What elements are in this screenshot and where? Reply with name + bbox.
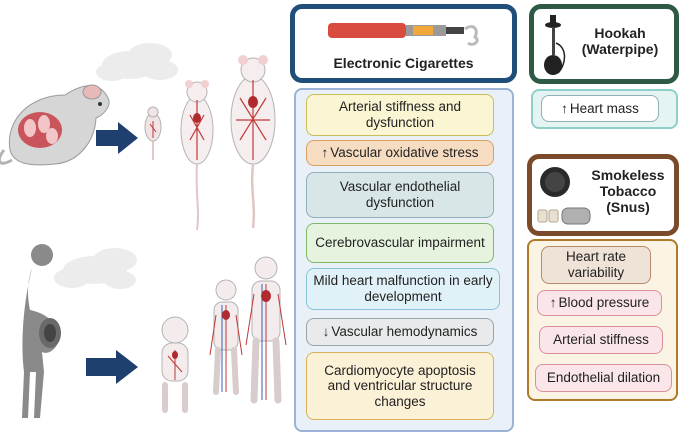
smokeless-title: Smokeless Tobacco (Snus)	[591, 167, 665, 216]
hookah-header: Hookah (Waterpipe)	[529, 4, 679, 84]
rat-young-icon	[180, 80, 214, 231]
smokeless-effect-4: Endothelial dilation	[535, 364, 672, 392]
infant-icon	[161, 316, 189, 413]
progression-arrow-icon	[96, 122, 138, 154]
smokeless-effect-2: Blood pressure	[537, 290, 662, 316]
snus-pouch-icon	[537, 207, 591, 225]
ecig-effect-5: Mild heart malfunction in early developm…	[306, 268, 500, 310]
progression-arrow-icon	[86, 350, 138, 384]
pregnant-rat-icon	[0, 84, 110, 166]
snus-tin-icon	[540, 167, 570, 197]
ecig-header: Electronic Cigarettes	[290, 4, 517, 83]
ecig-effect-6: Vascular hemodynamics	[306, 318, 494, 346]
adult-icon	[245, 256, 287, 404]
hookah-title: Hookah (Waterpipe)	[581, 25, 659, 58]
smoke-cloud-icon	[96, 43, 178, 81]
illustrations-panel	[0, 43, 287, 418]
rat-adult-icon	[230, 55, 276, 229]
child-icon	[209, 279, 243, 395]
ecig-effect-2: Vascular oxidative stress	[306, 140, 494, 166]
ecig-title: Electronic Cigarettes	[333, 55, 474, 71]
ecig-effect-4: Cerebrovascular impairment	[306, 223, 494, 263]
smoke-cloud-icon	[54, 248, 137, 289]
hookah-effect-1: Heart mass	[541, 95, 659, 122]
rat-pup-small-icon	[144, 106, 162, 160]
e-cigarette-icon	[328, 23, 479, 46]
ecig-effect-3: Vascular endothelial dysfunction	[306, 172, 494, 218]
smokeless-effect-1: Heart rate variability	[541, 246, 651, 284]
smokeless-header: Smokeless Tobacco (Snus)	[527, 154, 679, 236]
smokeless-effect-3: Arterial stiffness	[539, 326, 663, 354]
pregnant-woman-icon	[22, 244, 61, 418]
hookah-icon	[544, 15, 566, 75]
ecig-effect-7: Cardiomyocyte apoptosis and ventricular …	[306, 352, 494, 420]
ecig-effect-1: Arterial stiffness and dysfunction	[306, 94, 494, 136]
